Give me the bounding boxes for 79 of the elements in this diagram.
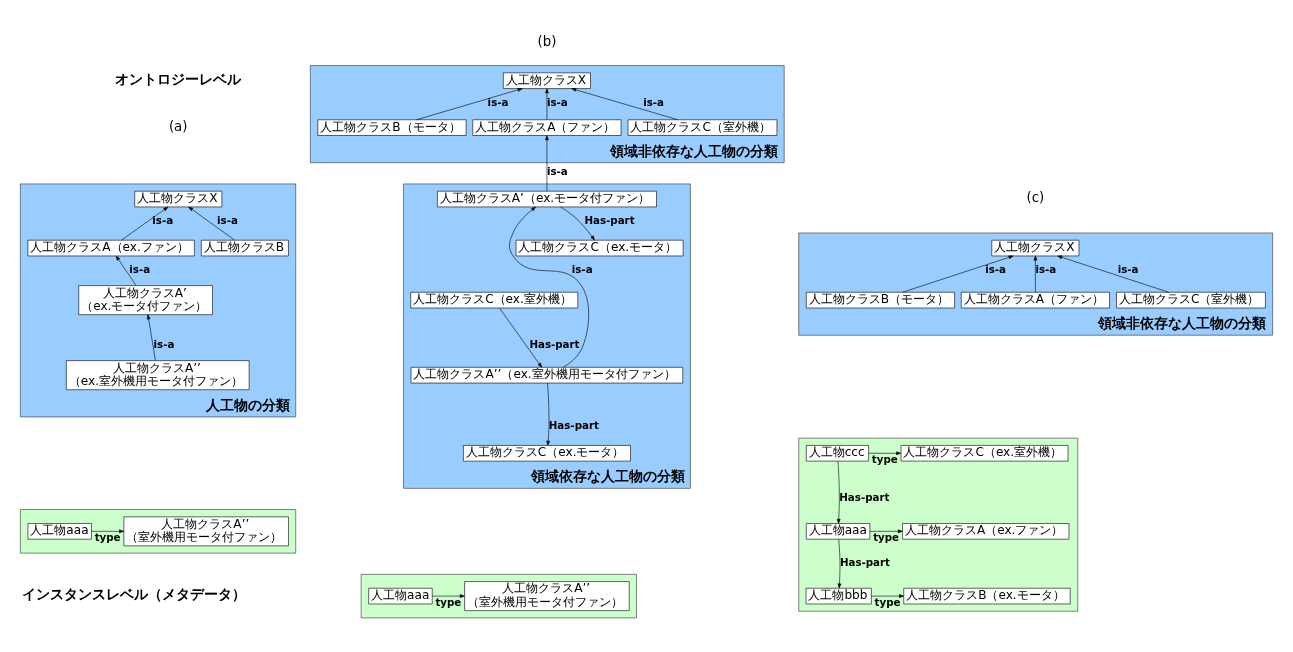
arrow [837, 538, 842, 589]
node-box: 人工物ccc [806, 445, 869, 462]
node-box: 人工物aaa [806, 523, 871, 540]
arrow [560, 206, 595, 241]
cluster [798, 437, 1079, 612]
edge-label: is-a [153, 337, 175, 350]
arrow [1057, 255, 1169, 293]
node-box: 人工物クラスC（ex.室外機） [410, 291, 579, 309]
label: インスタンスレベル（メタデータ） [22, 586, 247, 603]
node-box: 人工物クラスA’’（ex.室外機用モータ付ファン） [410, 367, 684, 384]
arrow [146, 314, 156, 361]
edge-label: Has-part [529, 337, 580, 350]
arrow [871, 594, 904, 598]
edge-label: Has-part [839, 555, 891, 568]
node-box: 人工物aaa [368, 587, 433, 605]
arrow [416, 88, 523, 121]
edge-label: Has-part [548, 419, 599, 432]
edge-label: Has-part [584, 214, 635, 227]
node-box: 人工物クラスB（モータ） [806, 291, 955, 309]
label: オントロジーレベル [114, 70, 241, 87]
node-box: 人工物クラスA’’ （室外機用モータ付ファン） [464, 581, 630, 611]
arrow [431, 594, 465, 598]
node-box: 人工物クラスA’ （ex.モータ付ファン） [78, 285, 213, 315]
node-box: 人工物クラスC（ex.モータ） [463, 445, 631, 462]
edge-label: is-a [985, 262, 1006, 275]
label: (a) [168, 119, 188, 135]
edge-label: is-a [1117, 262, 1139, 275]
arrow [188, 206, 235, 241]
node-box: 人工物クラスB（ex.モータ） [903, 587, 1071, 605]
edge-label: type [871, 452, 898, 465]
node-box: 人工物クラスA’’ （室外機用モータ付ファン） [123, 516, 289, 547]
label: (c) [1026, 190, 1045, 206]
arrow [545, 135, 549, 192]
node-box: 人工物クラスA（ファン） [960, 291, 1110, 309]
cluster [20, 509, 297, 554]
edge-label: type [874, 595, 901, 608]
node-box: 人工物クラスA’（ex.モータ付ファン） [437, 190, 657, 208]
node-box: 人工物クラスB（モータ） [317, 119, 467, 136]
arrow [868, 451, 902, 456]
arrow [545, 88, 549, 120]
arrow [121, 206, 169, 241]
node-box: 人工物クラスX [134, 190, 223, 208]
arrow [869, 529, 903, 534]
edge-label: Has-part [839, 490, 890, 503]
node-box: 人工物クラスA（ex.ファン） [27, 239, 195, 257]
edge-label: is-a [1035, 262, 1057, 275]
node-box: 人工物クラスA’’ （ex.室外機用モータ付ファン） [66, 360, 250, 390]
arrow [91, 529, 124, 534]
arrow [546, 382, 550, 446]
edge-label: is-a [546, 165, 568, 178]
edge-label: is-a [643, 96, 664, 109]
edge-label: is-a [152, 214, 174, 227]
label: (b) [537, 33, 557, 49]
edge-label: is-a [487, 96, 509, 109]
node-box: 人工物クラスA（ファン） [472, 119, 622, 136]
arrow [1033, 255, 1038, 293]
edge-label: is-a [571, 262, 593, 275]
edge-label: type [94, 530, 121, 543]
arrow [836, 460, 841, 524]
node-box: 人工物クラスC（室外機） [1116, 291, 1266, 309]
arrow [499, 307, 542, 368]
arrow [571, 88, 678, 121]
edge-label: is-a [129, 262, 151, 275]
cluster [360, 574, 637, 619]
edge-label: type [435, 595, 462, 608]
node-box: 人工物クラスC（ex.モータ） [515, 239, 684, 257]
node-box: 人工物クラスB [201, 239, 289, 257]
node-box: 人工物bbb [805, 587, 872, 605]
arrow [509, 206, 590, 368]
edge-label: type [873, 530, 900, 543]
node-box: 人工物クラスC（室外機） [627, 119, 778, 136]
node-box: 人工物クラスX [503, 72, 591, 89]
node-box: 人工物aaa [27, 523, 92, 540]
edge-label: is-a [217, 214, 238, 227]
node-box: 人工物クラスC（ex.室外機） [900, 445, 1069, 462]
arrow [902, 255, 1014, 293]
arrow [115, 255, 137, 286]
edge-label: is-a [546, 96, 568, 109]
node-box: 人工物クラスA（ex.ファン） [902, 523, 1070, 540]
